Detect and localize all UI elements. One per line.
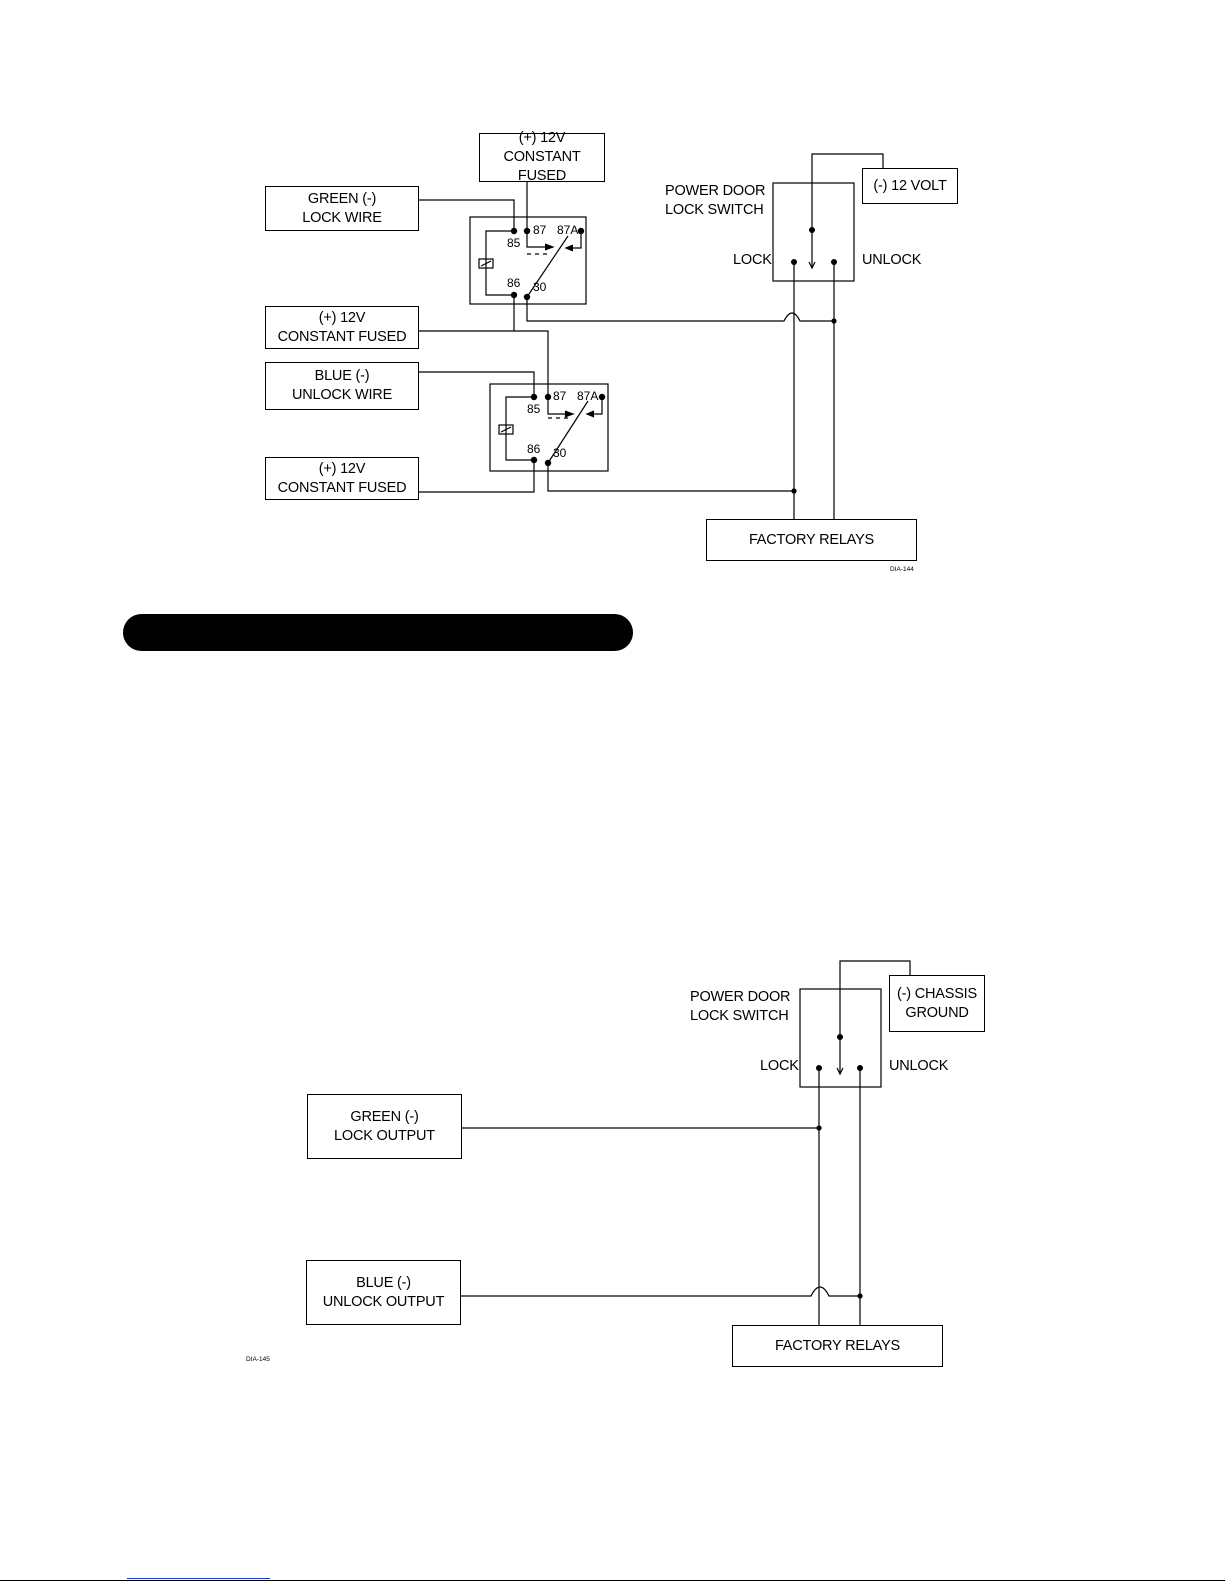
switch-1-label-line1: POWER DOOR xyxy=(665,183,766,199)
blue-unlock-output-box: BLUE (-) UNLOCK OUTPUT xyxy=(306,1260,461,1325)
relay-2-pin-85: 85 xyxy=(527,402,541,416)
green-lock-wire-line1: GREEN (-) xyxy=(307,190,377,207)
relay-1-pin-87: 87 xyxy=(533,223,547,237)
blue-unlock-wire-line1: BLUE (-) xyxy=(314,368,370,384)
power-mid-box: (+) 12V CONSTANT FUSED xyxy=(265,306,419,349)
switch-1-label: POWER DOOR LOCK SWITCH xyxy=(665,182,766,220)
blue-unlock-output-line1: BLUE (-) xyxy=(356,1274,411,1291)
switch-1-unlock-label: UNLOCK xyxy=(862,252,922,268)
power-top-box: (+) 12V CONSTANT FUSED xyxy=(479,130,605,184)
relay-1-arrow-87a xyxy=(564,244,574,252)
factory-relays-1-text: FACTORY RELAYS xyxy=(748,531,875,548)
power-top-line1: (+) 12V xyxy=(518,130,566,146)
switch-2-label: POWER DOOR LOCK SWITCH xyxy=(690,988,791,1026)
wire-blue-unlock-output xyxy=(460,1286,860,1297)
relay-2-pin-87a: 87A xyxy=(577,389,599,403)
switch-1-housing xyxy=(772,182,855,282)
power-bottom-line2: CONSTANT FUSED xyxy=(277,479,407,496)
chassis-ground-line2: GROUND xyxy=(905,1004,969,1021)
relay-1-pin-87a: 87A xyxy=(557,223,579,237)
switch-2-unlock-label: UNLOCK xyxy=(889,1058,949,1074)
footer-rule xyxy=(0,1580,1225,1581)
wire-blue-unlock-to-85 xyxy=(418,371,535,397)
relay-2-switch-arm xyxy=(547,400,589,464)
relay-1-87-link xyxy=(526,231,551,248)
relay-2-arrow xyxy=(564,410,575,418)
factory-relays-2-box: FACTORY RELAYS xyxy=(732,1325,943,1367)
relay-1-arrow xyxy=(544,243,555,251)
relay-2-arrow-87a xyxy=(585,410,595,418)
wire-power-mid-to-87 xyxy=(418,330,549,397)
blue-unlock-wire-box: BLUE (-) UNLOCK WIRE xyxy=(265,362,419,410)
switch-2-label-line1: POWER DOOR xyxy=(690,989,791,1005)
footer-link-underline[interactable] xyxy=(127,1578,270,1579)
switch-2-label-line2: LOCK SWITCH xyxy=(690,1008,789,1024)
switch-1-label-line2: LOCK SWITCH xyxy=(665,202,764,218)
relay-1-switch-arm xyxy=(526,235,569,298)
neg-12-volt-box: (-) 12 VOLT xyxy=(862,168,958,204)
wire-30-to-lock xyxy=(526,297,834,322)
power-mid-line2: CONSTANT FUSED xyxy=(277,328,407,345)
chassis-ground-line1: (-) CHASSIS xyxy=(897,985,977,1002)
relay-1-pin-85: 85 xyxy=(507,236,521,250)
power-top-line2: CONSTANT FUSED xyxy=(503,149,581,184)
switch-2-lock-label: LOCK xyxy=(760,1058,799,1074)
diagram-1-code: DIA-144 xyxy=(890,566,914,573)
power-mid-line1: (+) 12V xyxy=(318,309,366,326)
relay-2-coil-wire xyxy=(505,396,534,461)
green-lock-wire-box: GREEN (-) LOCK WIRE xyxy=(265,186,419,231)
relay-2-coil xyxy=(498,424,514,435)
switch-1-lock-label: LOCK xyxy=(733,252,772,268)
relay-1-housing xyxy=(469,216,587,305)
green-lock-output-line2: LOCK OUTPUT xyxy=(334,1127,435,1144)
switch-2-ground-wire xyxy=(839,960,911,1074)
relay-2-pin-86: 86 xyxy=(527,442,541,456)
relay-2-housing xyxy=(489,383,609,472)
junction-dots-1 xyxy=(510,227,837,494)
relay-2-pin-30: 30 xyxy=(553,446,567,460)
factory-relays-2-text: FACTORY RELAYS xyxy=(774,1337,901,1354)
wire-green-lock-to-85 xyxy=(418,199,515,231)
relay-1-pin-30: 30 xyxy=(533,280,547,294)
neg-12-volt-text: (-) 12 VOLT xyxy=(873,177,947,194)
junction-dots-2 xyxy=(816,1034,863,1299)
blue-unlock-wire-line2: UNLOCK WIRE xyxy=(291,387,393,403)
factory-relays-1-box: FACTORY RELAYS xyxy=(706,519,917,561)
relay-2-87-link xyxy=(547,397,571,415)
switch-1-arrow xyxy=(808,261,816,270)
relay-2-pin-87: 87 xyxy=(553,389,567,403)
wire-power-bottom-to-86 xyxy=(418,460,535,493)
chassis-ground-box: (-) CHASSIS GROUND xyxy=(889,975,985,1032)
switch-2-arrow xyxy=(836,1067,844,1076)
relay-1-coil xyxy=(478,258,494,269)
relay-1-coil-slash xyxy=(480,260,492,267)
power-bottom-line1: (+) 12V xyxy=(318,460,366,477)
blue-unlock-output-line2: UNLOCK OUTPUT xyxy=(322,1293,445,1310)
relay-1-pin-86: 86 xyxy=(507,276,521,290)
green-lock-wire-line2: LOCK WIRE xyxy=(302,209,382,226)
wire-30-to-factory xyxy=(547,463,794,492)
relay-2-coil-slash xyxy=(500,426,512,433)
green-lock-output-box: GREEN (-) LOCK OUTPUT xyxy=(307,1094,462,1159)
power-bottom-box: (+) 12V CONSTANT FUSED xyxy=(265,457,419,500)
diagram-2-code: DIA-145 xyxy=(246,1356,270,1363)
section-header-band xyxy=(123,614,633,651)
green-lock-output-line1: GREEN (-) xyxy=(350,1108,419,1125)
